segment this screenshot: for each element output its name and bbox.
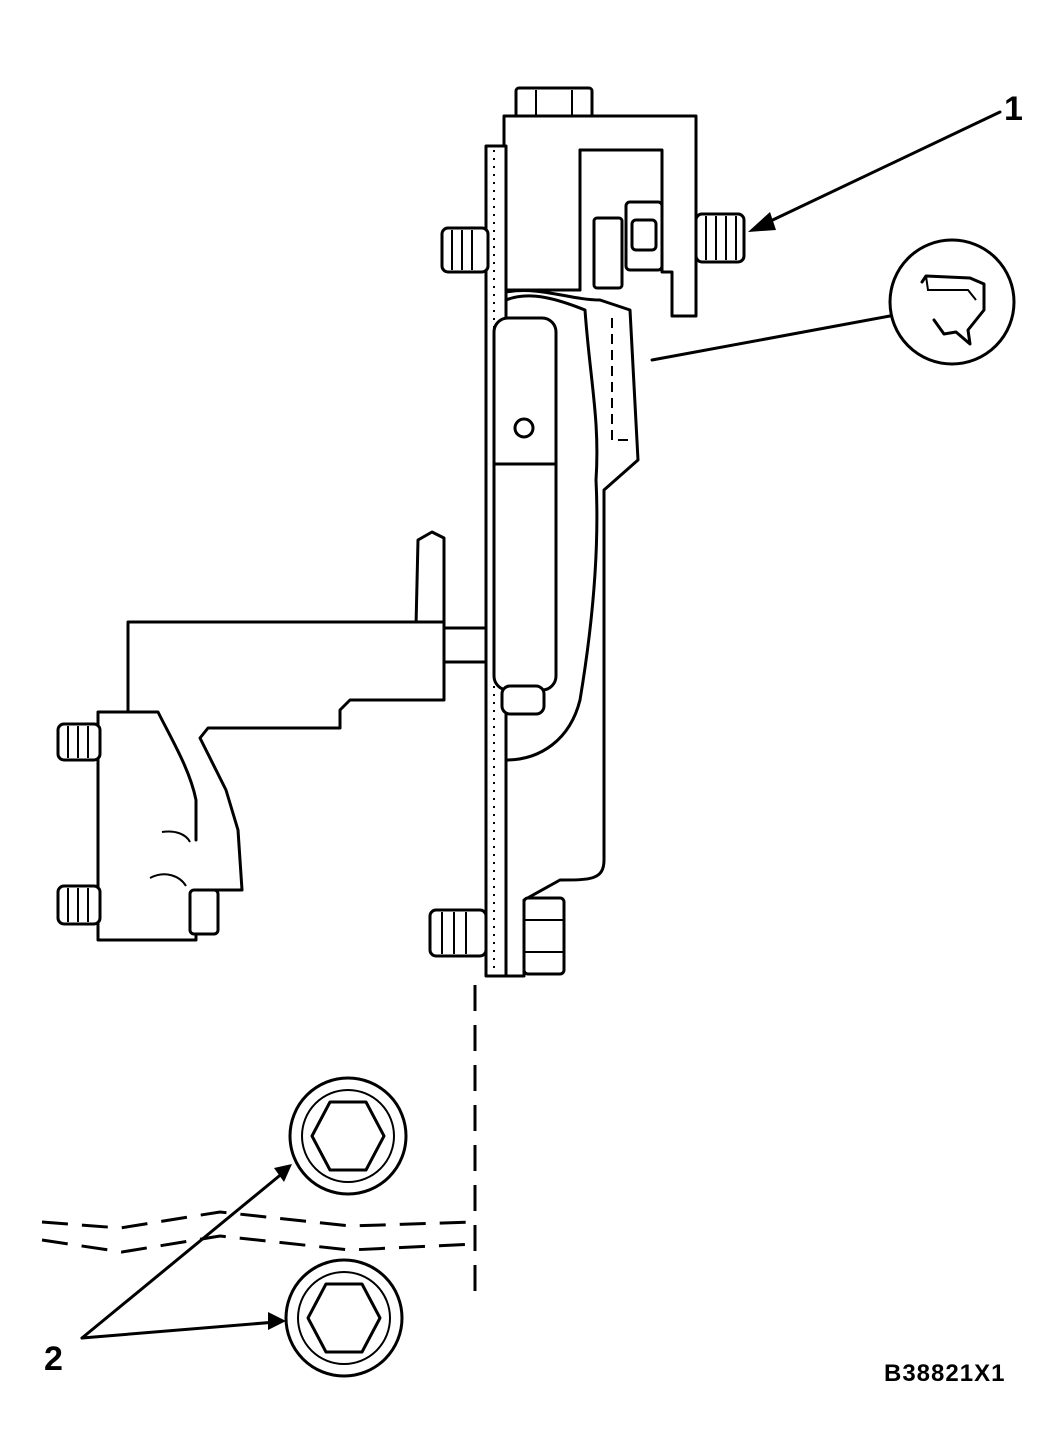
hex-plug-icon [284,1258,404,1378]
callout-part-2: 2 [44,1340,63,1378]
figure-id-label: B38821X1 [884,1360,1006,1387]
callout-part-1: 1 [1004,90,1023,128]
lever-arm [96,530,488,942]
top-bolt [514,86,594,120]
slider-block [492,316,558,716]
left-bracket-studs [56,722,102,926]
left-upper-stud [440,226,490,274]
hidden-lines [41,985,477,1300]
hex-plug-icon [288,1076,408,1196]
seal-icon [650,238,1016,366]
bottom-fastener [428,896,566,976]
adjuster-stud [592,200,746,290]
leader-arrows [80,110,1002,1340]
